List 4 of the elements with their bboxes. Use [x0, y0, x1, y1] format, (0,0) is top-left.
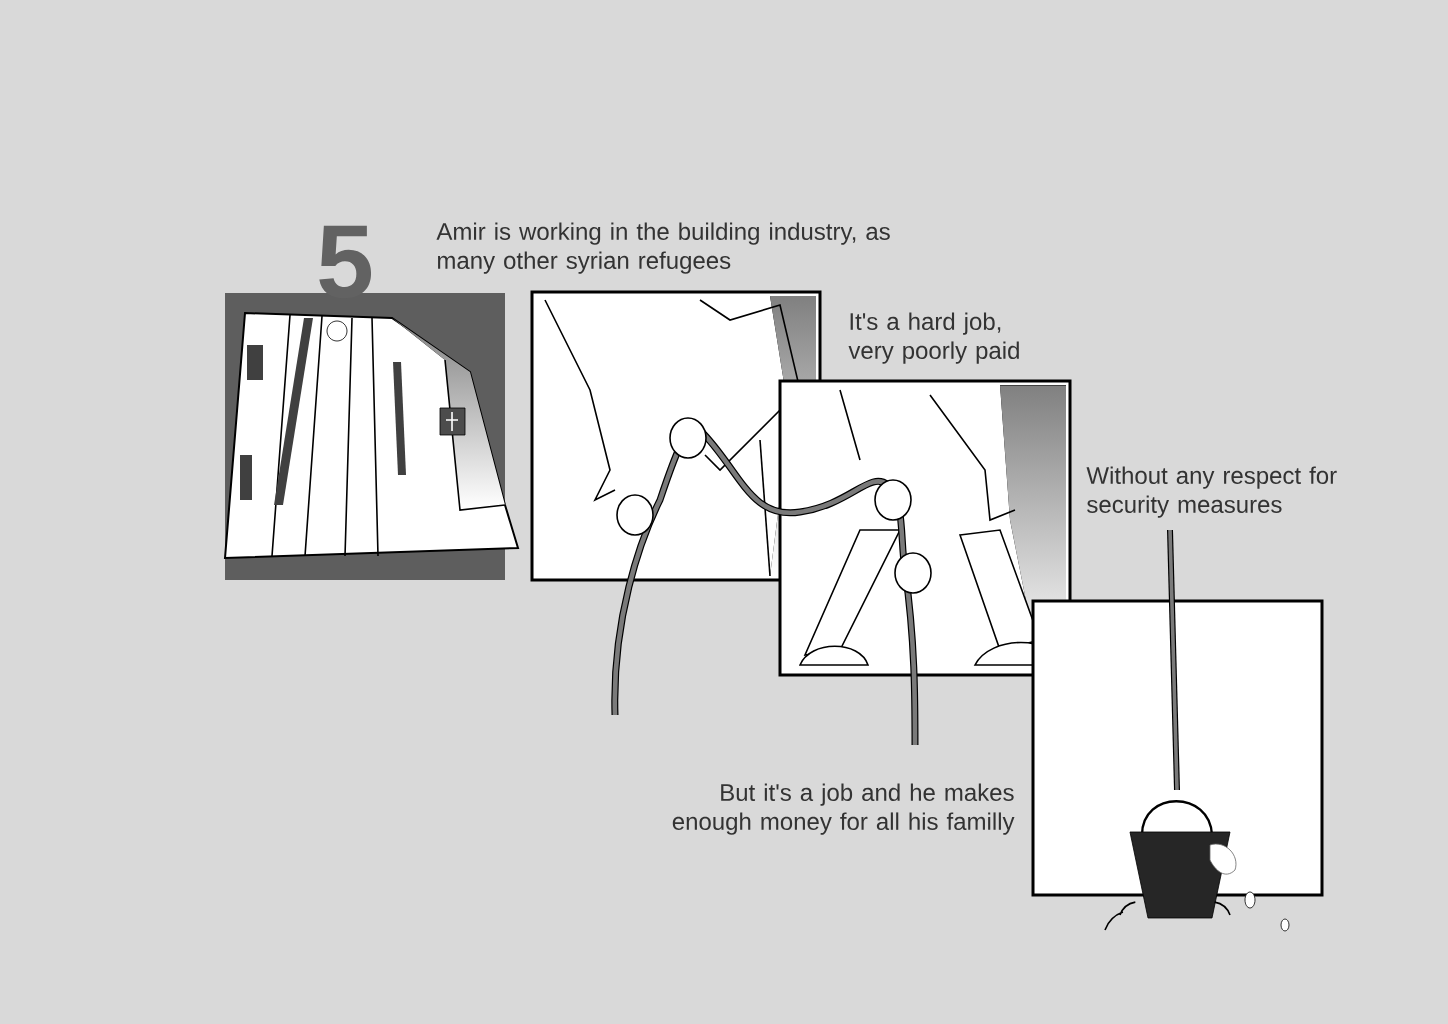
caption-text: But it's a job and he makes enough money for all his familly: [672, 783, 1015, 835]
caption-text: Without any respect for security measures: [1086, 466, 1337, 518]
caption-text: It's a hard job, very poorly paid: [848, 312, 1019, 364]
caption-text: Amir is working in the building industry, as many other syrian refugees: [436, 222, 890, 274]
